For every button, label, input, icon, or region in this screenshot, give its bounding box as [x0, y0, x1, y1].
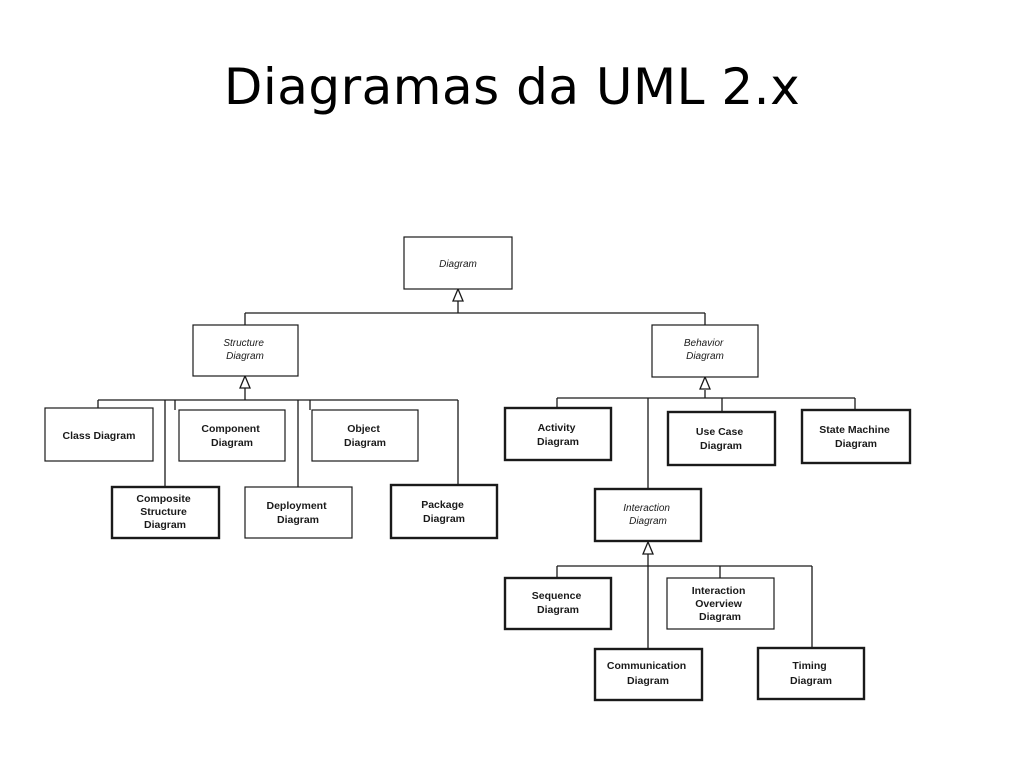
structure-diagram-label: Structure Diagram	[223, 338, 266, 362]
connector-interaction	[556, 540, 813, 649]
interaction-diagram-box: Interaction Diagram	[593, 487, 703, 543]
deployment-diagram-box: Deployment Diagram	[244, 486, 353, 539]
component-diagram-box: Component Diagram	[178, 409, 286, 462]
generalization-arrow	[699, 375, 711, 390]
generalization-arrow	[452, 287, 464, 302]
diagram-root-label: Diagram	[439, 259, 477, 270]
object-diagram-label: Object Diagram	[344, 423, 386, 449]
use-case-diagram-label: Use Case Diagram	[696, 426, 746, 452]
interaction-diagram-label: Interaction Diagram	[623, 503, 672, 527]
package-diagram-box: Package Diagram	[389, 483, 499, 540]
use-case-diagram-box: Use Case Diagram	[666, 410, 777, 467]
behavior-diagram-label: Behavior Diagram	[684, 338, 726, 362]
structure-diagram-box: Structure Diagram	[192, 324, 299, 377]
communication-diagram-label: Communication Diagram	[607, 660, 689, 687]
object-diagram-box: Object Diagram	[311, 409, 419, 462]
sequence-diagram-label: Sequence Diagram	[532, 590, 585, 616]
deployment-diagram-label: Deployment Diagram	[266, 500, 329, 526]
slide-title: Diagramas da UML 2.x	[223, 58, 801, 116]
class-diagram-label: Class Diagram	[63, 430, 136, 442]
behavior-diagram-box: Behavior Diagram	[651, 324, 759, 378]
connector-root	[244, 287, 706, 325]
interaction-overview-diagram-box: Interaction Overview Diagram	[666, 577, 775, 630]
state-machine-diagram-box: State Machine Diagram	[800, 408, 912, 465]
component-diagram-label: Component Diagram	[201, 423, 262, 449]
connector-behavior	[556, 375, 856, 489]
generalization-arrow	[642, 540, 654, 555]
generalization-arrow	[239, 374, 251, 389]
class-diagram-box: Class Diagram	[44, 407, 154, 462]
composite-structure-diagram-box: Composite Structure Diagram	[110, 485, 221, 540]
interaction-overview-diagram-label: Interaction Overview Diagram	[692, 585, 749, 623]
composite-structure-diagram-label: Composite Structure Diagram	[136, 493, 193, 531]
timing-diagram-box: Timing Diagram	[756, 646, 866, 701]
communication-diagram-box: Communication Diagram	[593, 647, 704, 702]
activity-diagram-box: Activity Diagram	[503, 406, 613, 462]
timing-diagram-label: Timing Diagram	[790, 660, 832, 687]
state-machine-diagram-label: State Machine Diagram	[819, 424, 893, 450]
diagram-root-box: Diagram	[403, 236, 513, 290]
connector-structure	[97, 374, 459, 487]
package-diagram-label: Package Diagram	[421, 499, 467, 525]
sequence-diagram-box: Sequence Diagram	[503, 576, 613, 631]
activity-diagram-label: Activity Diagram	[537, 422, 579, 448]
